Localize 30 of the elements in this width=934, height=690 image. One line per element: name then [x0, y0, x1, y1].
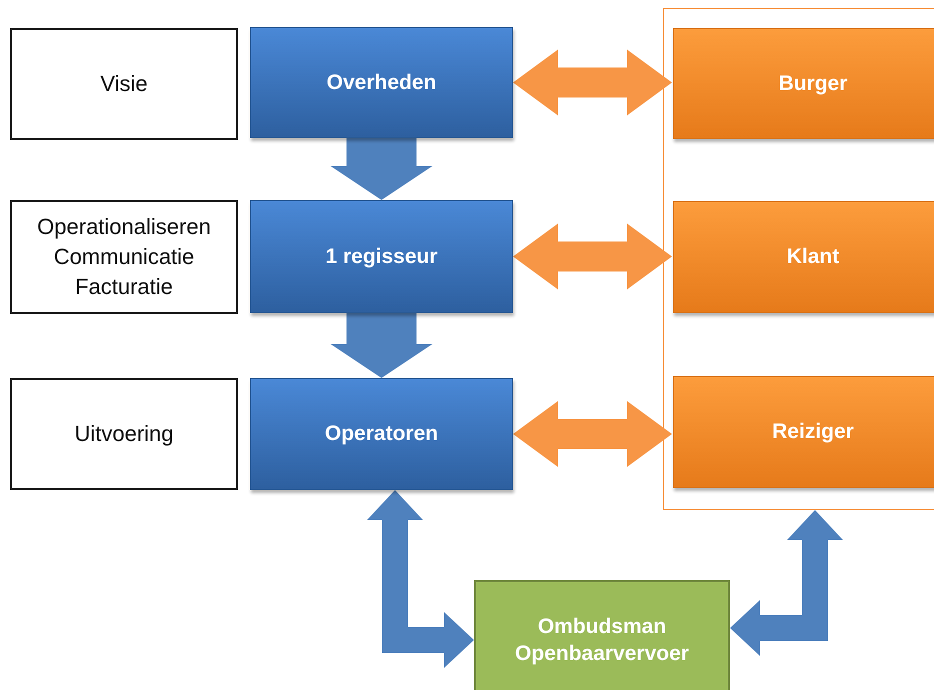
node-label: Communicatie: [54, 243, 194, 272]
node-label: Burger: [778, 70, 848, 97]
role-box: [673, 376, 934, 488]
block-arrow: [513, 50, 672, 116]
node-label: Operatoren: [324, 421, 438, 448]
role-box: [673, 28, 934, 139]
group-frame: [663, 8, 934, 510]
ombudsman-box: [474, 580, 730, 690]
node-label: Reiziger: [772, 419, 854, 446]
node-label: Facturatie: [75, 272, 173, 301]
node-label: Uitvoering: [74, 420, 174, 448]
block-arrow: [513, 224, 672, 290]
node-label: Visie: [100, 70, 148, 98]
node-label: Ombudsman Openbaarvervoer: [514, 614, 690, 667]
block-arrow: [730, 510, 843, 656]
block-arrow: [330, 138, 432, 200]
role-box: [673, 201, 934, 313]
label-box: [10, 378, 238, 490]
label-box: [10, 28, 238, 140]
label-box: [10, 200, 238, 314]
process-box: [250, 27, 513, 138]
block-arrow: [330, 313, 432, 378]
node-label: Overheden: [326, 70, 436, 96]
node-label: Klant: [786, 244, 840, 270]
block-arrow: [513, 401, 672, 467]
node-label: Operationaliseren: [37, 213, 211, 242]
process-box: [250, 200, 513, 313]
process-box: [250, 378, 513, 490]
block-arrow: [367, 490, 474, 668]
node-label: 1 regisseur: [325, 244, 438, 270]
